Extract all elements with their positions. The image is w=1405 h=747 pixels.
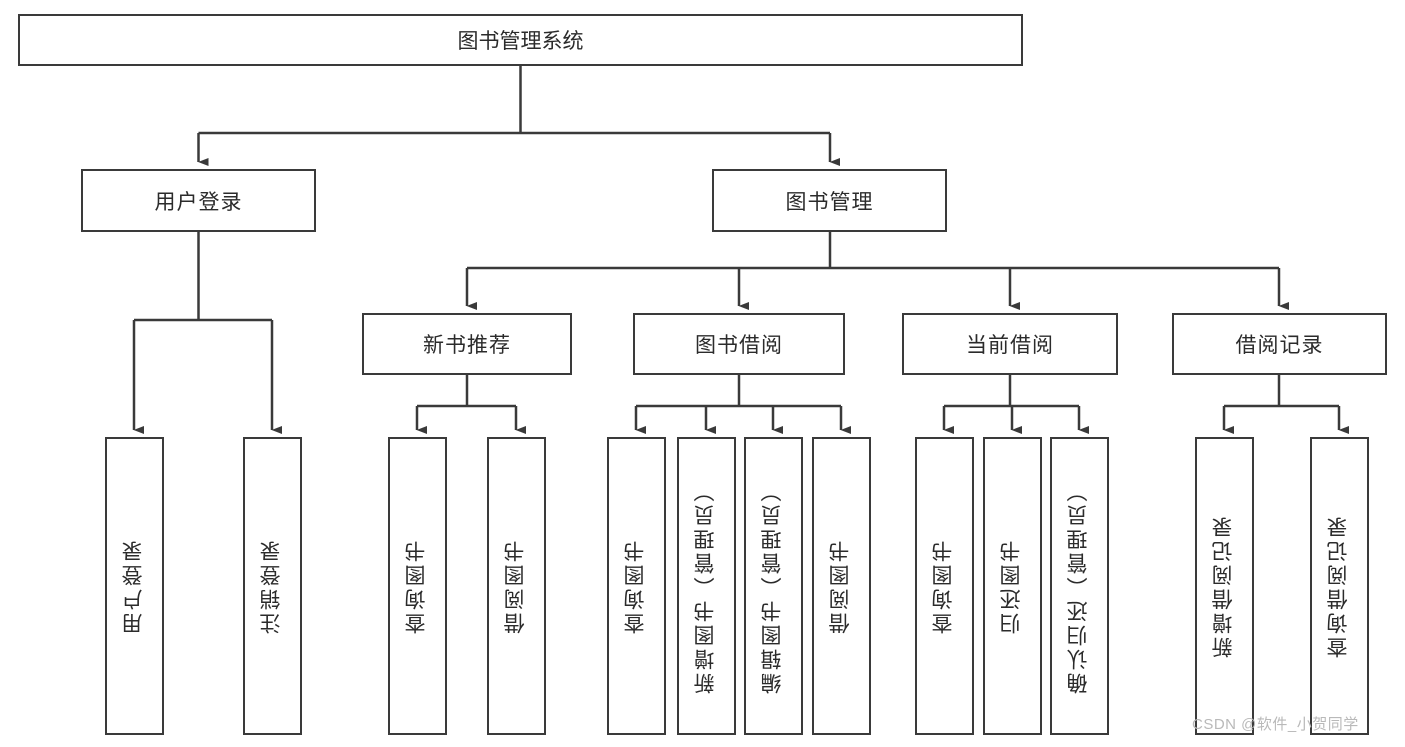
node-borrow-record[interactable]: 借阅记录 — [1172, 313, 1387, 375]
node-label: 归还图书 — [1000, 538, 1024, 634]
node-label: 图书管理 — [785, 190, 874, 214]
node-book-borrow[interactable]: 图书借阅 — [633, 313, 845, 375]
node-label: 新书推荐 — [423, 334, 511, 357]
node-label: 借阅记录 — [1235, 334, 1324, 357]
leaf-add-book-admin[interactable]: 新增图书（管理员） — [677, 437, 736, 735]
leaf-edit-book-admin[interactable]: 编辑图书（管理员） — [744, 437, 803, 735]
node-label: 图书管理系统 — [457, 30, 584, 53]
node-label: 查询图书 — [624, 538, 648, 634]
leaf-confirm-return-admin[interactable]: 确认归还（管理员） — [1050, 437, 1109, 735]
node-label: 查询图书 — [932, 538, 956, 634]
leaf-borrow-query-book[interactable]: 查询图书 — [607, 437, 666, 735]
node-label: 新增图书（管理员） — [694, 478, 718, 694]
leaf-logout[interactable]: 注销登录 — [243, 437, 302, 735]
leaf-new-book-query[interactable]: 查询图书 — [388, 437, 447, 735]
leaf-borrow-book[interactable]: 借阅图书 — [812, 437, 871, 735]
leaf-return-book[interactable]: 归还图书 — [983, 437, 1042, 735]
leaf-query-borrow-record[interactable]: 查询借阅记录 — [1310, 437, 1369, 735]
node-user-login[interactable]: 用户登录 — [81, 169, 316, 232]
node-label: 查询图书 — [405, 538, 429, 634]
leaf-add-borrow-record[interactable]: 新增借阅记录 — [1195, 437, 1254, 735]
node-label: 编辑图书（管理员） — [761, 478, 785, 694]
node-label: 确认归还（管理员） — [1067, 478, 1091, 694]
node-root-system[interactable]: 图书管理系统 — [18, 14, 1023, 66]
node-label: 借阅图书 — [504, 538, 528, 634]
csdn-watermark: CSDN @软件_小贺同学 — [1192, 716, 1359, 733]
node-label: 注销登录 — [260, 538, 284, 634]
leaf-new-book-borrow[interactable]: 借阅图书 — [487, 437, 546, 735]
leaf-current-query-book[interactable]: 查询图书 — [915, 437, 974, 735]
leaf-user-login[interactable]: 用户登录 — [105, 437, 164, 735]
node-label: 新增借阅记录 — [1212, 514, 1236, 658]
node-label: 查询借阅记录 — [1327, 514, 1351, 658]
node-book-management[interactable]: 图书管理 — [712, 169, 947, 232]
node-label: 借阅图书 — [829, 538, 853, 634]
node-label: 用户登录 — [154, 190, 243, 214]
node-label: 当前借阅 — [966, 334, 1054, 357]
node-label: 图书借阅 — [695, 334, 783, 357]
node-current-borrow[interactable]: 当前借阅 — [902, 313, 1118, 375]
node-label: 用户登录 — [122, 538, 146, 634]
node-new-book-recommend[interactable]: 新书推荐 — [362, 313, 572, 375]
